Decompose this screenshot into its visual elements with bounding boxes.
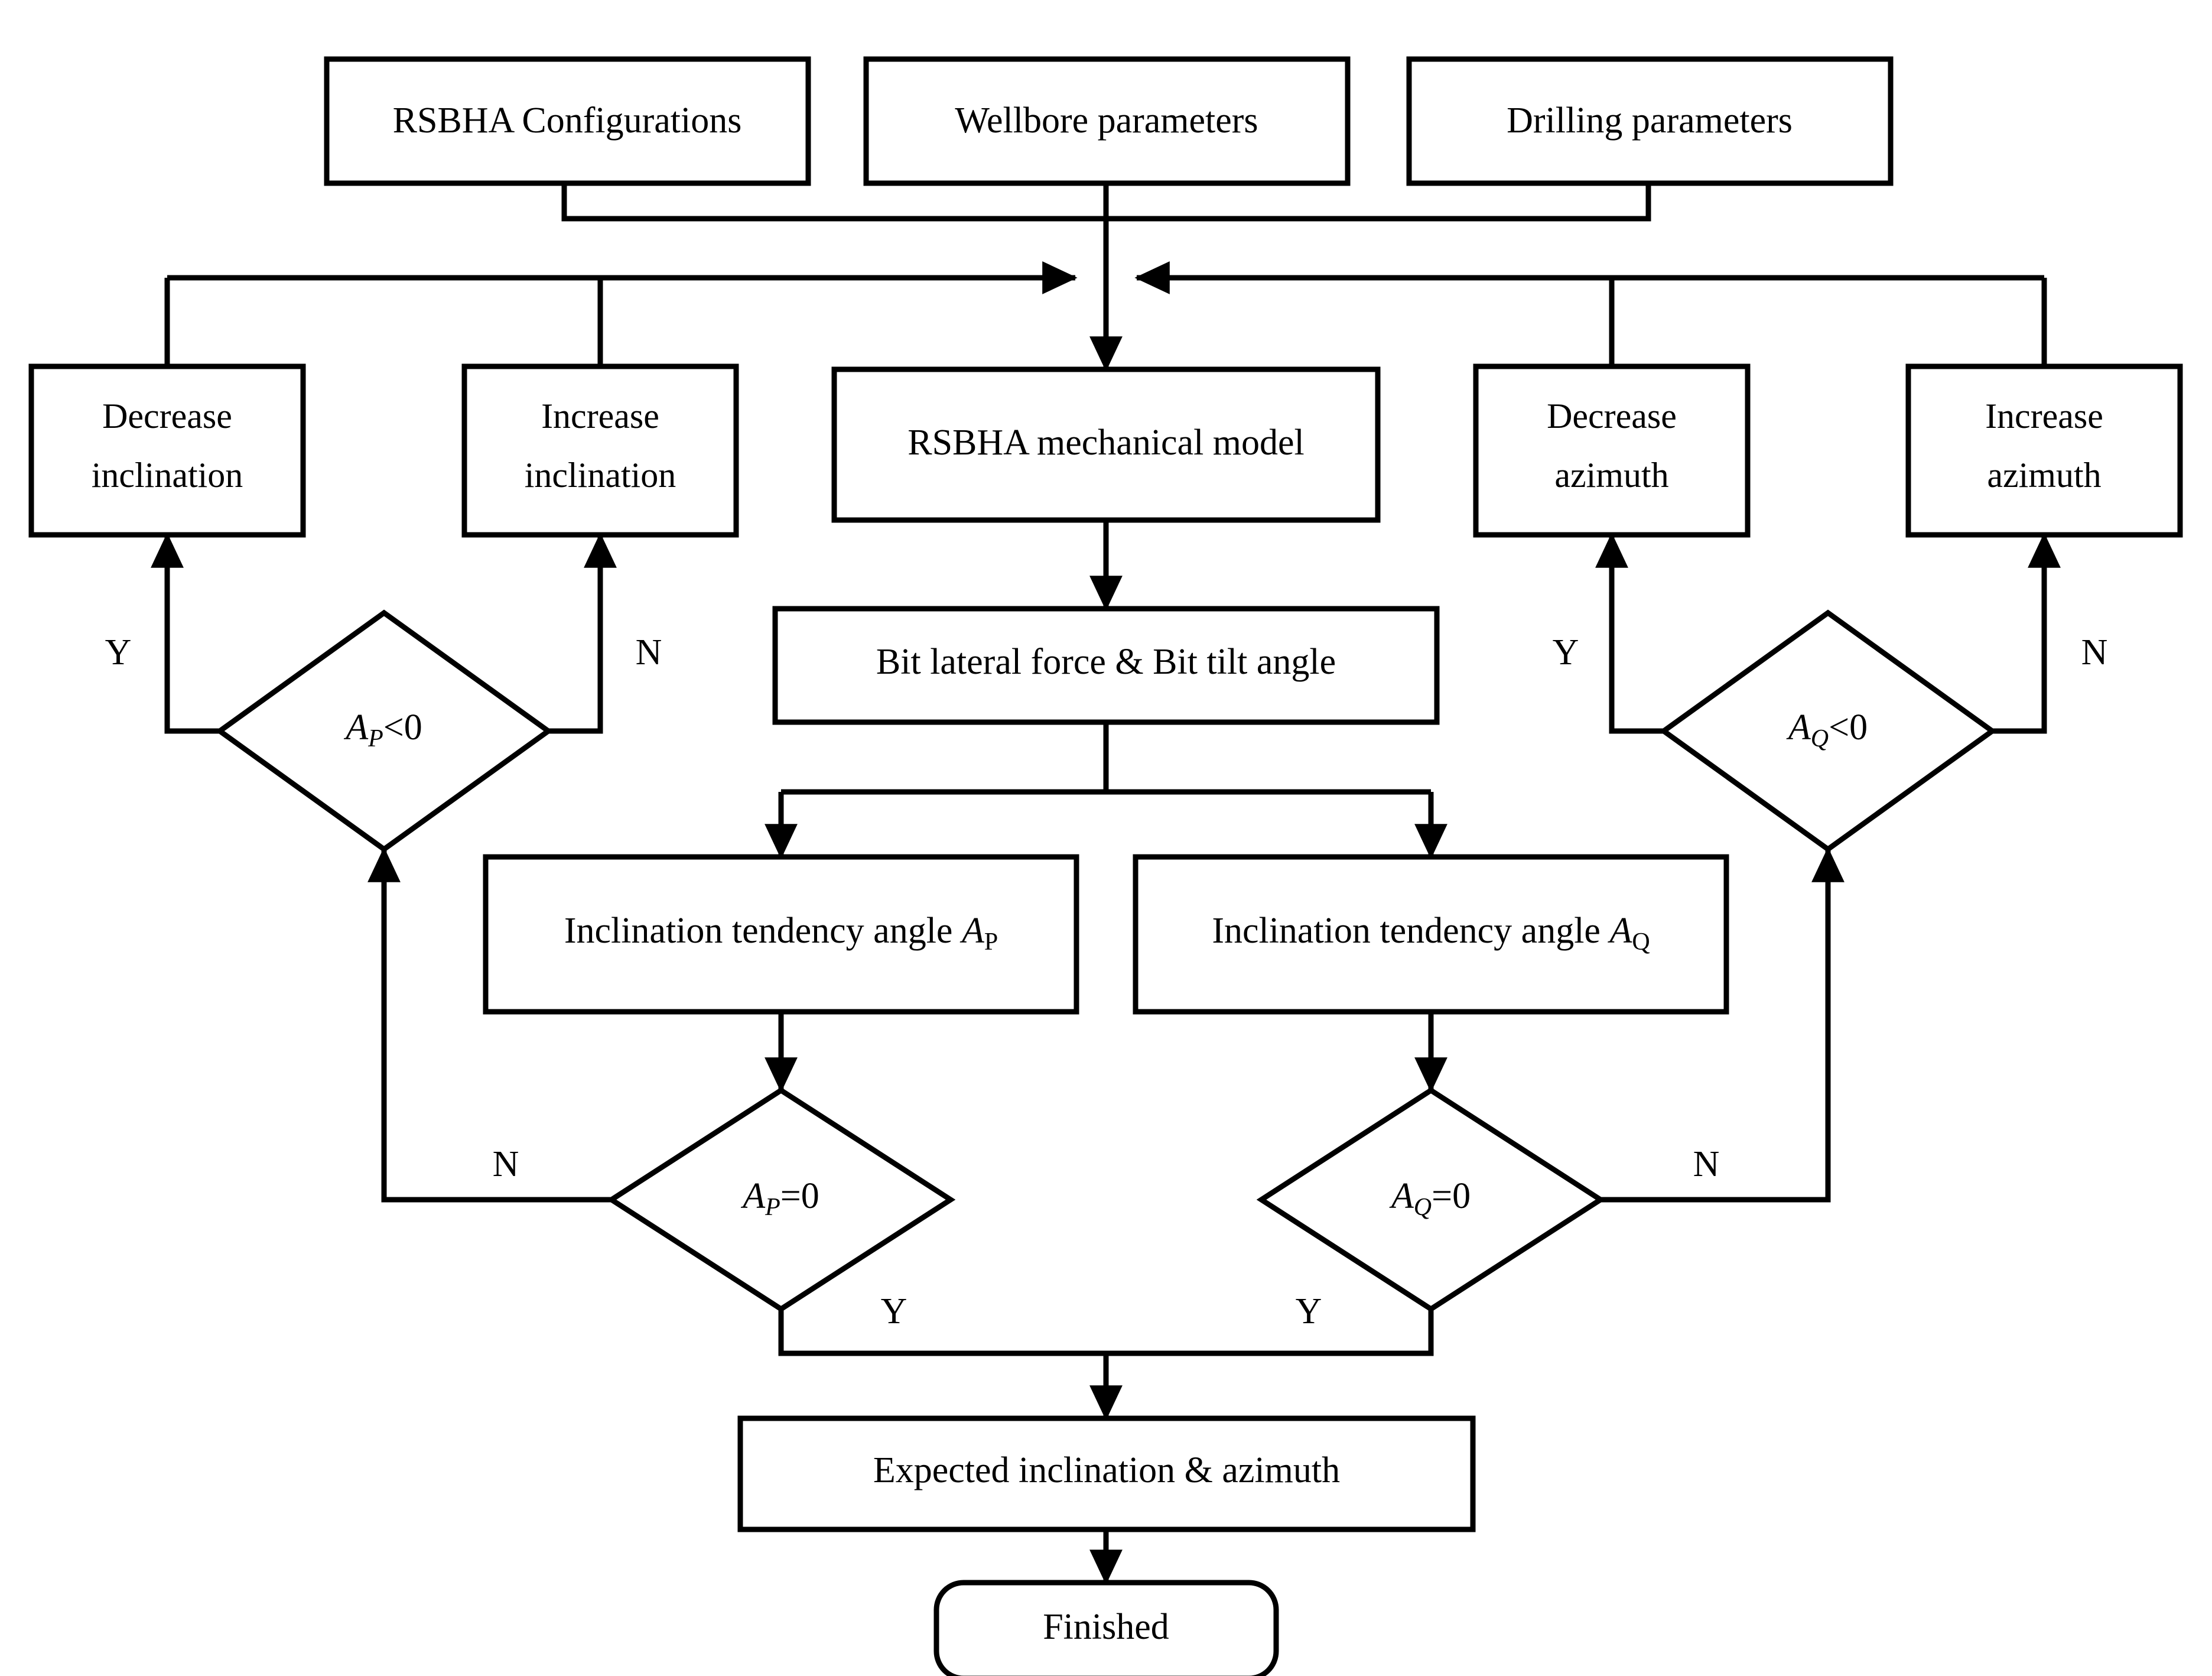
connector-qlt0-yes-to-decrease-azimuth — [1595, 532, 1664, 734]
expected-result-label: Expected inclination & azimuth — [873, 1450, 1340, 1490]
branch-label-aq-lt0-yes: Y — [1553, 632, 1579, 673]
node-rsbha-mechanical-model[interactable]: RSBHA mechanical model — [831, 366, 1381, 523]
branch-label-ap-eq0-yes: Y — [881, 1291, 907, 1331]
decrease-inclination-line2: inclination — [92, 456, 243, 495]
decision-aq-eq-0-operator: =0 — [1432, 1176, 1471, 1216]
decision-ap-eq-0-label: AP=0 — [740, 1176, 819, 1220]
connector-yes-join — [778, 1309, 1434, 1421]
decision-aq-lt-0-symbol: A — [1786, 707, 1811, 748]
node-decision-aq-eq-0[interactable]: AQ=0 — [1256, 1087, 1606, 1313]
node-drilling-parameters[interactable]: Drilling parameters — [1406, 56, 1894, 186]
connector-bitforce-split — [765, 722, 1447, 859]
decision-aq-lt-0-subscript: Q — [1811, 725, 1829, 752]
increase-inclination-line1: Increase — [541, 397, 659, 436]
tendency-angle-ap-label: Inclination tendency angle AP — [564, 911, 998, 955]
decision-ap-lt-0-symbol: A — [343, 707, 369, 748]
decision-aq-lt-0-operator: <0 — [1829, 707, 1868, 748]
branch-label-ap-lt0-yes: Y — [105, 632, 132, 673]
rsbha-configurations-label: RSBHA Configurations — [393, 100, 742, 141]
branch-label-aq-lt0-no: N — [2081, 632, 2108, 673]
decision-ap-eq-0-symbol: A — [740, 1176, 766, 1216]
bit-lateral-force-label: Bit lateral force & Bit tilt angle — [876, 642, 1336, 682]
increase-azimuth-line2: azimuth — [1987, 456, 2101, 495]
decision-aq-eq-0-symbol: A — [1389, 1176, 1414, 1216]
node-rsbha-configurations[interactable]: RSBHA Configurations — [324, 56, 811, 186]
node-tendency-angle-ap[interactable]: Inclination tendency angle AP — [483, 854, 1079, 1015]
drilling-parameters-label: Drilling parameters — [1507, 100, 1793, 141]
increase-azimuth-line1: Increase — [1985, 397, 2103, 436]
decrease-inclination-line1: Decrease — [102, 397, 232, 436]
finished-label: Finished — [1043, 1607, 1169, 1647]
node-expected-result[interactable]: Expected inclination & azimuth — [737, 1415, 1476, 1532]
node-decrease-azimuth[interactable]: Decrease azimuth — [1473, 363, 1751, 538]
node-decrease-inclination[interactable]: Decrease inclination — [28, 363, 306, 538]
tendency-angle-aq-label: Inclination tendency angle AQ — [1212, 911, 1650, 955]
connector-top-bus — [561, 183, 1651, 278]
tendency-angle-aq-text: Inclination tendency angle — [1212, 911, 1601, 951]
decrease-azimuth-line2: azimuth — [1554, 456, 1668, 495]
decrease-azimuth-line1: Decrease — [1547, 397, 1677, 436]
decision-ap-lt-0-operator: <0 — [383, 707, 422, 748]
branch-label-ap-lt0-no: N — [636, 632, 662, 673]
decision-aq-eq-0-subscript: Q — [1414, 1194, 1432, 1221]
tendency-angle-ap-subscript: P — [984, 928, 998, 956]
decision-ap-eq-0-subscript: P — [765, 1194, 780, 1221]
decision-aq-eq-0-label: AQ=0 — [1389, 1176, 1471, 1220]
connector-plt0-no-to-increase-inclination — [548, 532, 617, 734]
tendency-angle-ap-symbol: A — [959, 911, 985, 951]
tendency-angle-ap-text: Inclination tendency angle — [564, 911, 953, 951]
rsbha-mechanical-model-label: RSBHA mechanical model — [907, 423, 1305, 463]
decision-ap-lt-0-label: AP<0 — [343, 707, 422, 752]
branch-label-ap-eq0-no: N — [493, 1144, 519, 1184]
node-tendency-angle-aq[interactable]: Inclination tendency angle AQ — [1133, 854, 1729, 1015]
connector-distribution-bar — [164, 261, 2047, 372]
connector-plt0-yes-to-decrease-inclination — [151, 532, 220, 734]
node-decision-aq-lt-0[interactable]: AQ<0 — [1659, 609, 1997, 853]
branch-label-aq-eq0-no: N — [1693, 1144, 1720, 1184]
connector-qeq0-no-to-qlt0 — [1601, 847, 1845, 1203]
branch-label-aq-eq0-yes: Y — [1296, 1291, 1322, 1331]
node-decision-ap-eq-0[interactable]: AP=0 — [606, 1087, 956, 1313]
tendency-angle-aq-symbol: A — [1607, 911, 1632, 951]
node-increase-azimuth[interactable]: Increase azimuth — [1905, 363, 2183, 538]
tendency-angle-aq-subscript: Q — [1632, 928, 1650, 956]
connector-qlt0-no-to-increase-azimuth — [1992, 532, 2061, 734]
node-finished[interactable]: Finished — [933, 1580, 1279, 1676]
node-wellbore-parameters[interactable]: Wellbore parameters — [863, 56, 1351, 186]
node-increase-inclination[interactable]: Increase inclination — [461, 363, 739, 538]
node-decision-ap-lt-0[interactable]: AP<0 — [215, 609, 553, 853]
increase-inclination-line2: inclination — [525, 456, 676, 495]
decision-ap-lt-0-subscript: P — [367, 725, 383, 752]
node-bit-lateral-force[interactable]: Bit lateral force & Bit tilt angle — [772, 606, 1440, 725]
decision-aq-lt-0-label: AQ<0 — [1786, 707, 1868, 752]
decision-ap-eq-0-operator: =0 — [780, 1176, 819, 1216]
wellbore-parameters-label: Wellbore parameters — [955, 100, 1258, 141]
connector-peq0-no-to-plt0 — [367, 847, 611, 1203]
